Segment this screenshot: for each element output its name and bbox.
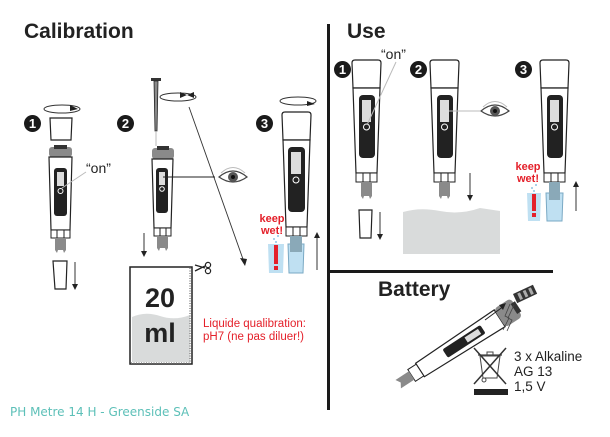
- step-badge-cal-2: 2: [117, 115, 134, 132]
- arrow-down-icon: [467, 173, 473, 201]
- arrow-down-icon: [377, 212, 383, 240]
- horizontal-divider: [330, 270, 553, 273]
- electrode-shape: [55, 238, 66, 253]
- eye-icon: [480, 101, 510, 117]
- calibration-liquid-line1: Liquide qualibration:: [203, 318, 306, 330]
- scissors-icon: [194, 261, 212, 275]
- step-badge-cal-3: 3: [256, 115, 273, 132]
- rotate-arrow-icon: [43, 104, 81, 114]
- battery-spec-line3: 1,5 V: [514, 379, 546, 394]
- battery-icon: [513, 284, 538, 304]
- arrow-up-icon: [314, 232, 320, 270]
- exclamation-icon: [532, 194, 536, 217]
- cap-shape: [49, 117, 73, 141]
- rotate-arrow-icon: [159, 92, 197, 102]
- keep-wet-use: keep wet!: [512, 161, 544, 185]
- keep-wet-calibration: keep wet!: [256, 213, 288, 237]
- step-badge-cal-1: 1: [24, 115, 41, 132]
- keep-wet-line2: wet!: [261, 225, 283, 237]
- keep-wet-line1: keep: [259, 213, 285, 225]
- sachet-volume: 20: [144, 283, 176, 313]
- arrow-down-icon: [72, 262, 78, 290]
- exclamation-icon: [274, 245, 278, 270]
- calibration-heading: Calibration: [24, 20, 134, 43]
- calibration-liquid-line2: pH7 (ne pas diluer!): [203, 331, 304, 343]
- bottom-cap-shape: [52, 260, 68, 290]
- footer-text: PH Metre 14 H - Greenside SA: [10, 405, 190, 419]
- sachet-unit: ml: [144, 318, 176, 348]
- test-liquid-shape: [403, 208, 500, 254]
- step-badge-use-3: 3: [515, 61, 532, 78]
- battery-spec-line2: AG 13: [514, 364, 553, 379]
- screwdriver-shape: [151, 78, 161, 81]
- keep-wet-line1: keep: [515, 161, 541, 173]
- use-heading: Use: [347, 20, 386, 43]
- step-badge-use-2: 2: [410, 61, 427, 78]
- arrow-down-icon: [141, 233, 147, 257]
- step-badge-use-1: 1: [334, 61, 351, 78]
- sachet-shape: [129, 266, 193, 365]
- battery-spec-line1: 3 x Alkaline: [514, 349, 583, 364]
- recycle-bin-crossed-icon: [473, 347, 508, 395]
- vertical-divider: [327, 24, 330, 410]
- rotate-arrow-icon: [279, 96, 317, 106]
- battery-heading: Battery: [378, 278, 451, 301]
- battery-cap-shape: [49, 147, 72, 157]
- on-label-calibration: “on”: [86, 160, 111, 176]
- arrow-up-icon: [573, 181, 579, 211]
- on-label-use: “on”: [381, 46, 406, 62]
- keep-wet-line2: wet!: [517, 173, 539, 185]
- eye-icon: [218, 167, 248, 183]
